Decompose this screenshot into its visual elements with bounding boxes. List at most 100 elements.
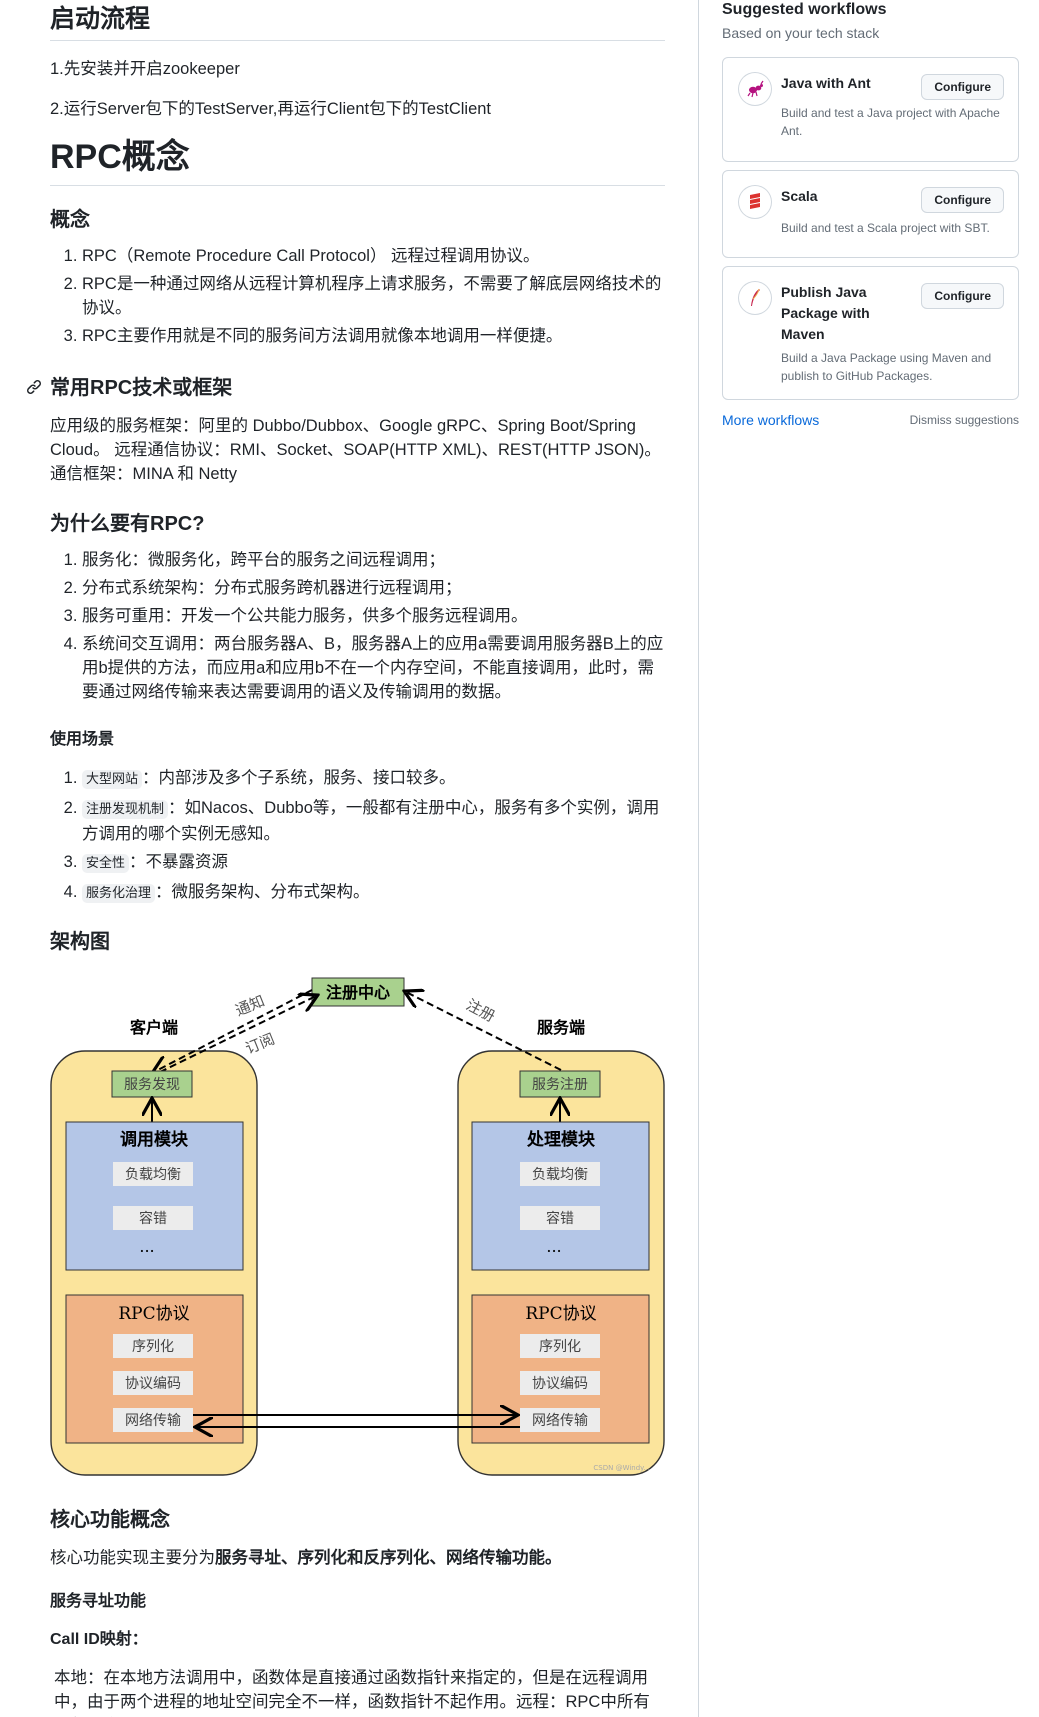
core-intro-bold: 服务寻址、序列化和反序列化、网络传输功能。	[215, 1549, 562, 1567]
registration-label: 服务注册	[532, 1077, 588, 1093]
workflow-desc: Build and test a Java project with Apach…	[781, 106, 1000, 138]
server-net-box	[520, 1408, 600, 1432]
local-paragraph: 本地：在本地方法调用中，函数体是直接通过函数指针来指定的，但是在远程调用中，由于…	[54, 1669, 650, 1711]
server-rpc-label: RPC协议	[525, 1304, 596, 1324]
heading-rpc: RPC概念	[50, 135, 665, 186]
sidebar-subtitle: Based on your tech stack	[722, 25, 880, 41]
server-ft-box	[520, 1206, 600, 1230]
scene-text: ：如Nacos、Dubbo等，一般都有注册中心，服务有多个实例，调用方调用的哪个…	[82, 799, 660, 843]
heading-core: 核心功能概念	[50, 1509, 170, 1531]
workflow-name: Java with Ant	[781, 75, 871, 91]
handle-module-box	[471, 1121, 650, 1271]
client-lb-box	[113, 1162, 193, 1186]
inline-code: 注册发现机制	[82, 800, 169, 819]
server-enc-box	[520, 1371, 600, 1395]
maven-feather-icon	[739, 282, 771, 314]
client-net-box	[113, 1408, 193, 1432]
readme-container	[17, 0, 699, 1717]
server-net-label: 网络传输	[532, 1413, 588, 1429]
subscribe-label: 订阅	[243, 1030, 278, 1058]
server-label: 服务端	[537, 1018, 585, 1037]
registry-box	[311, 977, 405, 1007]
list-item: 服务化：微服务化，跨平台的服务之间远程调用；	[82, 548, 665, 572]
diagram-watermark: CSDN @Windy...	[593, 1464, 650, 1472]
list-item: 注册发现机制：如Nacos、Dubbo等，一般都有注册中心，服务有多个实例，调用…	[82, 796, 665, 846]
workflow-card-maven: Publish Java Package with Maven Build a …	[722, 266, 1019, 400]
server-lb-box	[520, 1162, 600, 1186]
list-item: 系统间交互调用：两台服务器A、B，服务器A上的应用a需要调用服务器B上的应用b提…	[82, 632, 665, 704]
startup-step-1: 1.先安装并开启zookeeper	[50, 60, 240, 78]
suggested-workflows-sidebar: Suggested workflows Based on your tech s…	[722, 0, 1019, 428]
concept-list: RPC（Remote Procedure Call Protocol） 远程过程…	[50, 244, 665, 348]
anchor-link-icon[interactable]	[26, 379, 42, 395]
more-workflows-link[interactable]: More workflows	[722, 412, 820, 428]
server-ser-box	[520, 1334, 600, 1358]
heading-why: 为什么要有RPC?	[50, 513, 205, 535]
workflow-desc: Build a Java Package using Maven and pub…	[781, 351, 992, 383]
client-rpc-box	[65, 1294, 244, 1444]
client-label: 客户端	[130, 1018, 178, 1037]
workflow-name: Scala	[781, 188, 818, 204]
heading-addressing: 服务寻址功能	[50, 1593, 147, 1610]
inline-code: 服务化治理	[82, 884, 156, 903]
scala-icon	[739, 186, 771, 218]
architecture-diagram: 注册中心 客户端 服务端 通知 订阅 注册 服务发现 服务注册 调用模块 负载均…	[50, 977, 665, 1476]
core-intro: 核心功能实现主要分为服务寻址、序列化和反序列化、网络传输功能。	[50, 1546, 665, 1570]
client-ser-label: 序列化	[132, 1339, 174, 1355]
inline-code: 安全性	[82, 854, 130, 873]
workflow-name: Publish Java Package with Maven	[781, 284, 870, 342]
call-module-label: 调用模块	[120, 1129, 189, 1150]
client-rpc-label: RPC协议	[118, 1304, 189, 1324]
heading-concept: 概念	[50, 209, 90, 231]
scene-text: ：不暴露资源	[129, 853, 229, 871]
discovery-box	[111, 1070, 193, 1098]
client-enc-label: 协议编码	[125, 1376, 181, 1392]
inline-code: 大型网站	[82, 770, 143, 789]
list-item: RPC主要作用就是不同的服务间方法调用就像本地调用一样便捷。	[82, 324, 665, 348]
client-ser-box	[113, 1334, 193, 1358]
server-enc-label: 协议编码	[532, 1376, 588, 1392]
startup-step-2: 2.运行Server包下的TestServer,再运行Client包下的Test…	[50, 100, 492, 118]
handle-module-label: 处理模块	[526, 1129, 596, 1150]
server-ser-label: 序列化	[539, 1339, 581, 1355]
discovery-label: 服务发现	[124, 1077, 180, 1093]
client-ft-box	[113, 1206, 193, 1230]
server-ellipsis: ...	[546, 1237, 561, 1256]
client-net-label: 网络传输	[125, 1413, 181, 1429]
readme-content: 启动流程 1.先安装并开启zookeeper 2.运行Server包下的Test…	[27, 0, 665, 1717]
configure-button[interactable]: Configure	[921, 187, 1004, 213]
workflow-desc: Build and test a Scala project with SBT.	[781, 221, 990, 235]
why-list: 服务化：微服务化，跨平台的服务之间远程调用； 分布式系统架构：分布式服务跨机器进…	[50, 548, 665, 704]
client-enc-box	[113, 1371, 193, 1395]
heading-scenes: 使用场景	[50, 731, 115, 748]
scene-text: ：内部涉及多个子系统，服务、接口较多。	[142, 769, 456, 787]
sidebar-title: Suggested workflows	[722, 1, 887, 18]
heading-frameworks: 常用RPC技术或框架	[27, 374, 665, 402]
list-item: RPC是一种通过网络从远程计算机程序上请求服务，不需要了解底层网络技术的协议。	[82, 272, 665, 320]
heading-startup: 启动流程	[50, 2, 665, 41]
client-ft-label: 容错	[139, 1210, 167, 1227]
client-ellipsis: ...	[139, 1237, 154, 1256]
server-ft-label: 容错	[546, 1210, 574, 1227]
server-lb-label: 负载均衡	[532, 1167, 588, 1183]
list-item: 服务可重用：开发一个公共能力服务，供多个服务远程调用。	[82, 604, 665, 628]
registry-label: 注册中心	[326, 983, 390, 1002]
sidebar-footer: More workflows Dismiss suggestions	[722, 412, 1019, 428]
client-lb-label: 负载均衡	[125, 1167, 181, 1183]
scenes-list: 大型网站：内部涉及多个子系统，服务、接口较多。 注册发现机制：如Nacos、Du…	[50, 766, 665, 906]
configure-button[interactable]: Configure	[921, 283, 1004, 309]
list-item: 大型网站：内部涉及多个子系统，服务、接口较多。	[82, 766, 665, 792]
configure-button[interactable]: Configure	[921, 74, 1004, 100]
list-item: RPC（Remote Procedure Call Protocol） 远程过程…	[82, 244, 665, 268]
register-label: 注册	[463, 996, 498, 1026]
core-intro-prefix: 核心功能实现主要分为	[50, 1549, 215, 1567]
list-item: 分布式系统架构：分布式服务跨机器进行远程调用；	[82, 576, 665, 600]
call-module-box	[65, 1121, 244, 1271]
workflow-card-java-ant: Java with Ant Build and test a Java proj…	[722, 57, 1019, 162]
heading-callid: Call ID映射：	[50, 1631, 148, 1648]
dismiss-suggestions-link[interactable]: Dismiss suggestions	[909, 413, 1019, 427]
scene-text: ：微服务架构、分布式架构。	[155, 883, 370, 901]
heading-frameworks-text: 常用RPC技术或框架	[50, 377, 233, 399]
list-item: 服务化治理：微服务架构、分布式架构。	[82, 880, 665, 906]
workflow-card-scala: Scala Build and test a Scala project wit…	[722, 170, 1019, 258]
